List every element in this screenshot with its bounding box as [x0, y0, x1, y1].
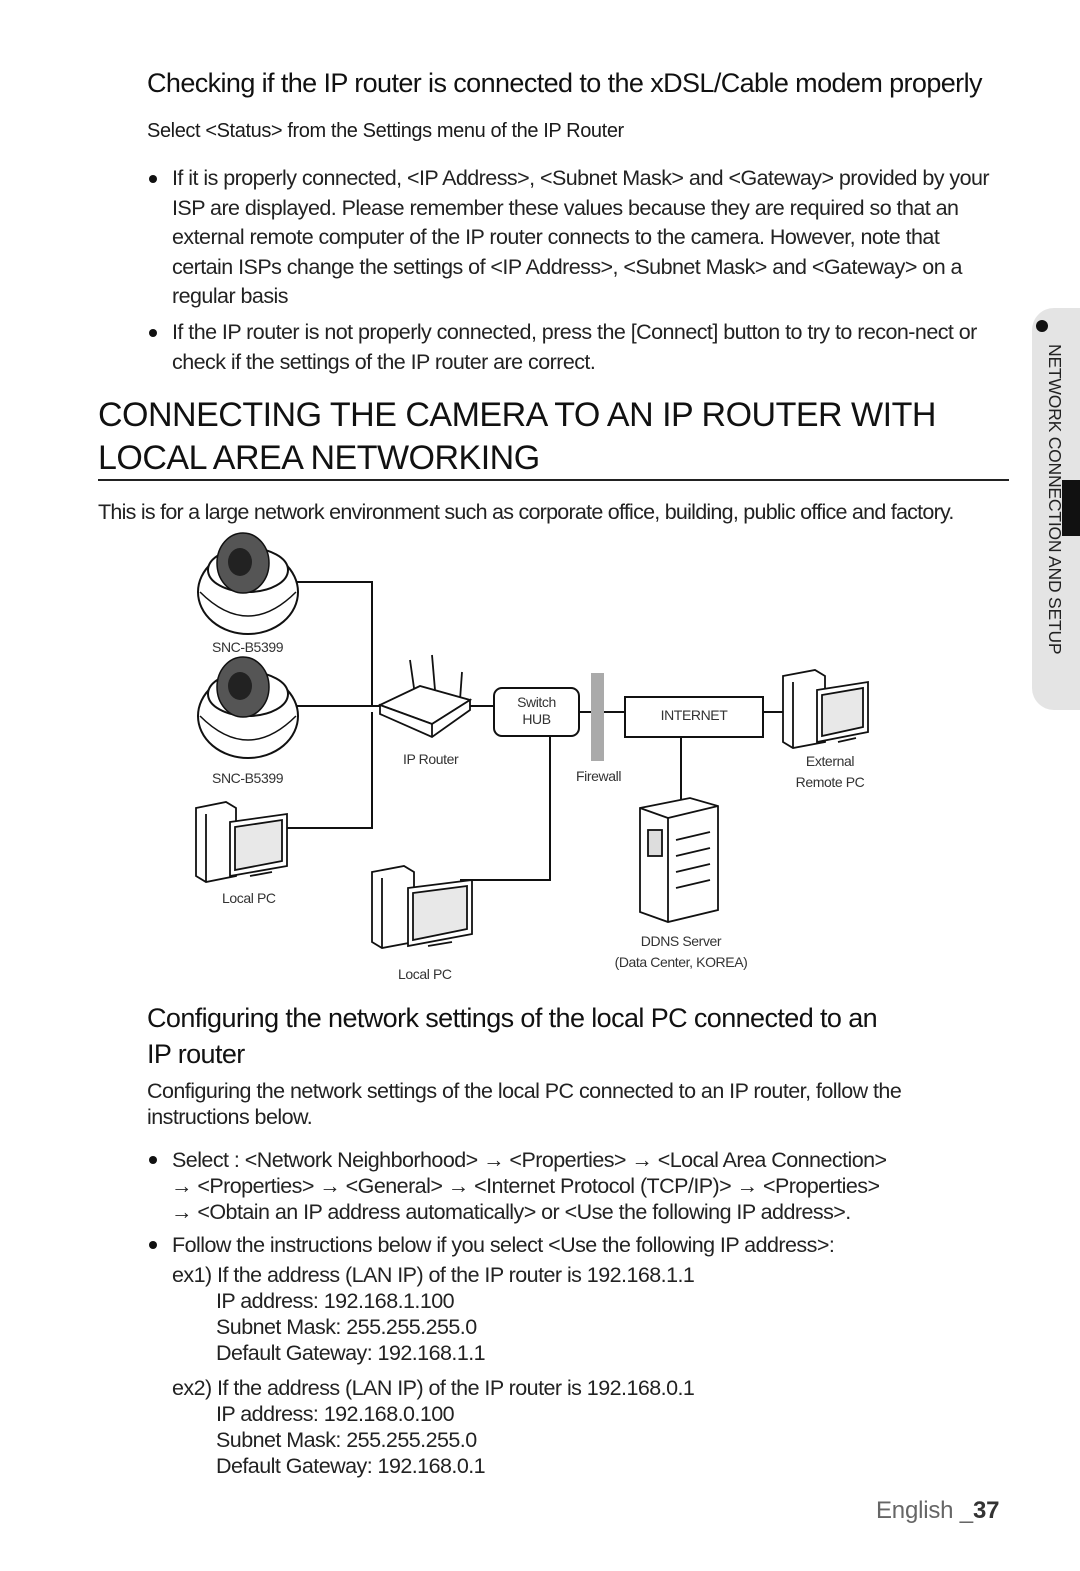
chapter-title: CONNECTING THE CAMERA TO AN IP ROUTER WI…	[98, 394, 936, 480]
bullet-item: Follow the instructions below if you sel…	[149, 1232, 1009, 1258]
section-intro-line: instructions below.	[147, 1105, 313, 1129]
section-intro-line: Configuring the network settings of the …	[147, 1079, 902, 1103]
title-divider	[98, 479, 1009, 481]
example-value: Default Gateway: 192.168.1.1	[216, 1341, 486, 1365]
hub-localpc2-link	[460, 736, 551, 881]
bullet-text-line: → <Obtain an IP address automatically> o…	[171, 1200, 851, 1224]
firewall-label: Firewall	[576, 768, 622, 784]
external-pc-label: External Remote PC	[790, 751, 870, 793]
page-footer: English _37	[876, 1497, 999, 1525]
chapter-intro: This is for a large network environment …	[98, 500, 954, 524]
localpc1-link	[287, 712, 373, 829]
external-pc-label-line: Remote PC	[795, 774, 865, 790]
camera-label: SNC-B5399	[212, 639, 284, 655]
section-heading-line: IP router	[147, 1039, 245, 1069]
side-tab-label: NETWORK CONNECTION AND SETUP	[1032, 308, 1080, 710]
example-value: IP address: 192.168.0.100	[216, 1402, 455, 1426]
example-value: Subnet Mask: 255.255.255.0	[216, 1315, 477, 1339]
bullet-dot-icon	[149, 329, 157, 337]
section-heading: Configuring the network settings of the …	[147, 1000, 878, 1072]
footer-language: English _	[876, 1497, 973, 1524]
section-heading: Checking if the IP router is connected t…	[147, 68, 982, 98]
ddns-label-line: DDNS Server	[640, 933, 722, 949]
dome-camera-icon	[197, 532, 299, 635]
side-tab-text: NETWORK CONNECTION AND SETUP	[1045, 344, 1065, 655]
local-pc-label: Local PC	[398, 966, 452, 982]
desktop-pc-icon	[371, 865, 473, 949]
hub-label-line: HUB	[522, 711, 551, 727]
bullet-dot-icon	[149, 175, 157, 183]
internet-box	[624, 696, 764, 738]
bullet-item: If the IP router is not properly connect…	[149, 318, 999, 377]
network-diagram: SNC-B5399 SNC-B5399 IP Router Switch HUB…	[0, 520, 1000, 990]
bullet-dot-icon	[149, 1156, 157, 1164]
router-icon	[377, 654, 473, 739]
dome-camera-icon	[197, 656, 299, 759]
side-tab-marker	[1062, 480, 1080, 536]
side-tab-dot-icon	[1036, 320, 1048, 332]
section-heading-line: Configuring the network settings of the …	[147, 1003, 878, 1033]
external-pc-label-line: External	[805, 753, 855, 769]
router-label: IP Router	[403, 751, 459, 767]
server-icon	[639, 797, 719, 923]
hub-label-line: Switch	[517, 694, 556, 710]
hub-label: Switch HUB	[494, 694, 579, 728]
camera1-link	[290, 581, 380, 707]
bullet-text: If it is properly connected, <IP Address…	[172, 166, 990, 308]
bullet-text-line: → <Properties> → <General> → <Internet P…	[171, 1174, 880, 1198]
desktop-pc-icon	[782, 669, 869, 749]
desktop-pc-icon	[195, 801, 288, 883]
example-line: ex1) If the address (LAN IP) of the IP r…	[172, 1263, 695, 1287]
bullet-text: Follow the instructions below if you sel…	[172, 1233, 835, 1257]
bullet-item: Select : <Network Neighborhood> → <Prope…	[149, 1147, 1009, 1225]
ddns-label-line: (Data Center, KOREA)	[614, 954, 748, 970]
page-number: 37	[972, 1497, 1000, 1524]
chapter-title-line: LOCAL AREA NETWORKING	[98, 439, 540, 477]
firewall-bar	[591, 673, 604, 761]
example-value: IP address: 192.168.1.100	[216, 1289, 455, 1313]
ddns-label: DDNS Server (Data Center, KOREA)	[600, 931, 762, 973]
camera-label: SNC-B5399	[212, 770, 284, 786]
bullet-text: Select : <Network Neighborhood> → <Prope…	[171, 1147, 1009, 1225]
bullet-text-line: Select : <Network Neighborhood> → <Prope…	[172, 1148, 887, 1172]
section-intro: Configuring the network settings of the …	[147, 1078, 902, 1130]
section-subheading: Select <Status> from the Settings menu o…	[147, 120, 624, 142]
example-value: Default Gateway: 192.168.0.1	[216, 1454, 486, 1478]
example-value: Subnet Mask: 255.255.255.0	[216, 1428, 477, 1452]
local-pc-label: Local PC	[222, 890, 276, 906]
internet-label: INTERNET	[660, 707, 728, 723]
hub-box	[493, 687, 580, 737]
bullet-item: If it is properly connected, <IP Address…	[149, 164, 999, 312]
bullet-text: If the IP router is not properly connect…	[172, 320, 977, 374]
example-line: ex2) If the address (LAN IP) of the IP r…	[172, 1376, 695, 1400]
bullet-dot-icon	[149, 1241, 157, 1249]
chapter-title-line: CONNECTING THE CAMERA TO AN IP ROUTER WI…	[98, 396, 936, 434]
